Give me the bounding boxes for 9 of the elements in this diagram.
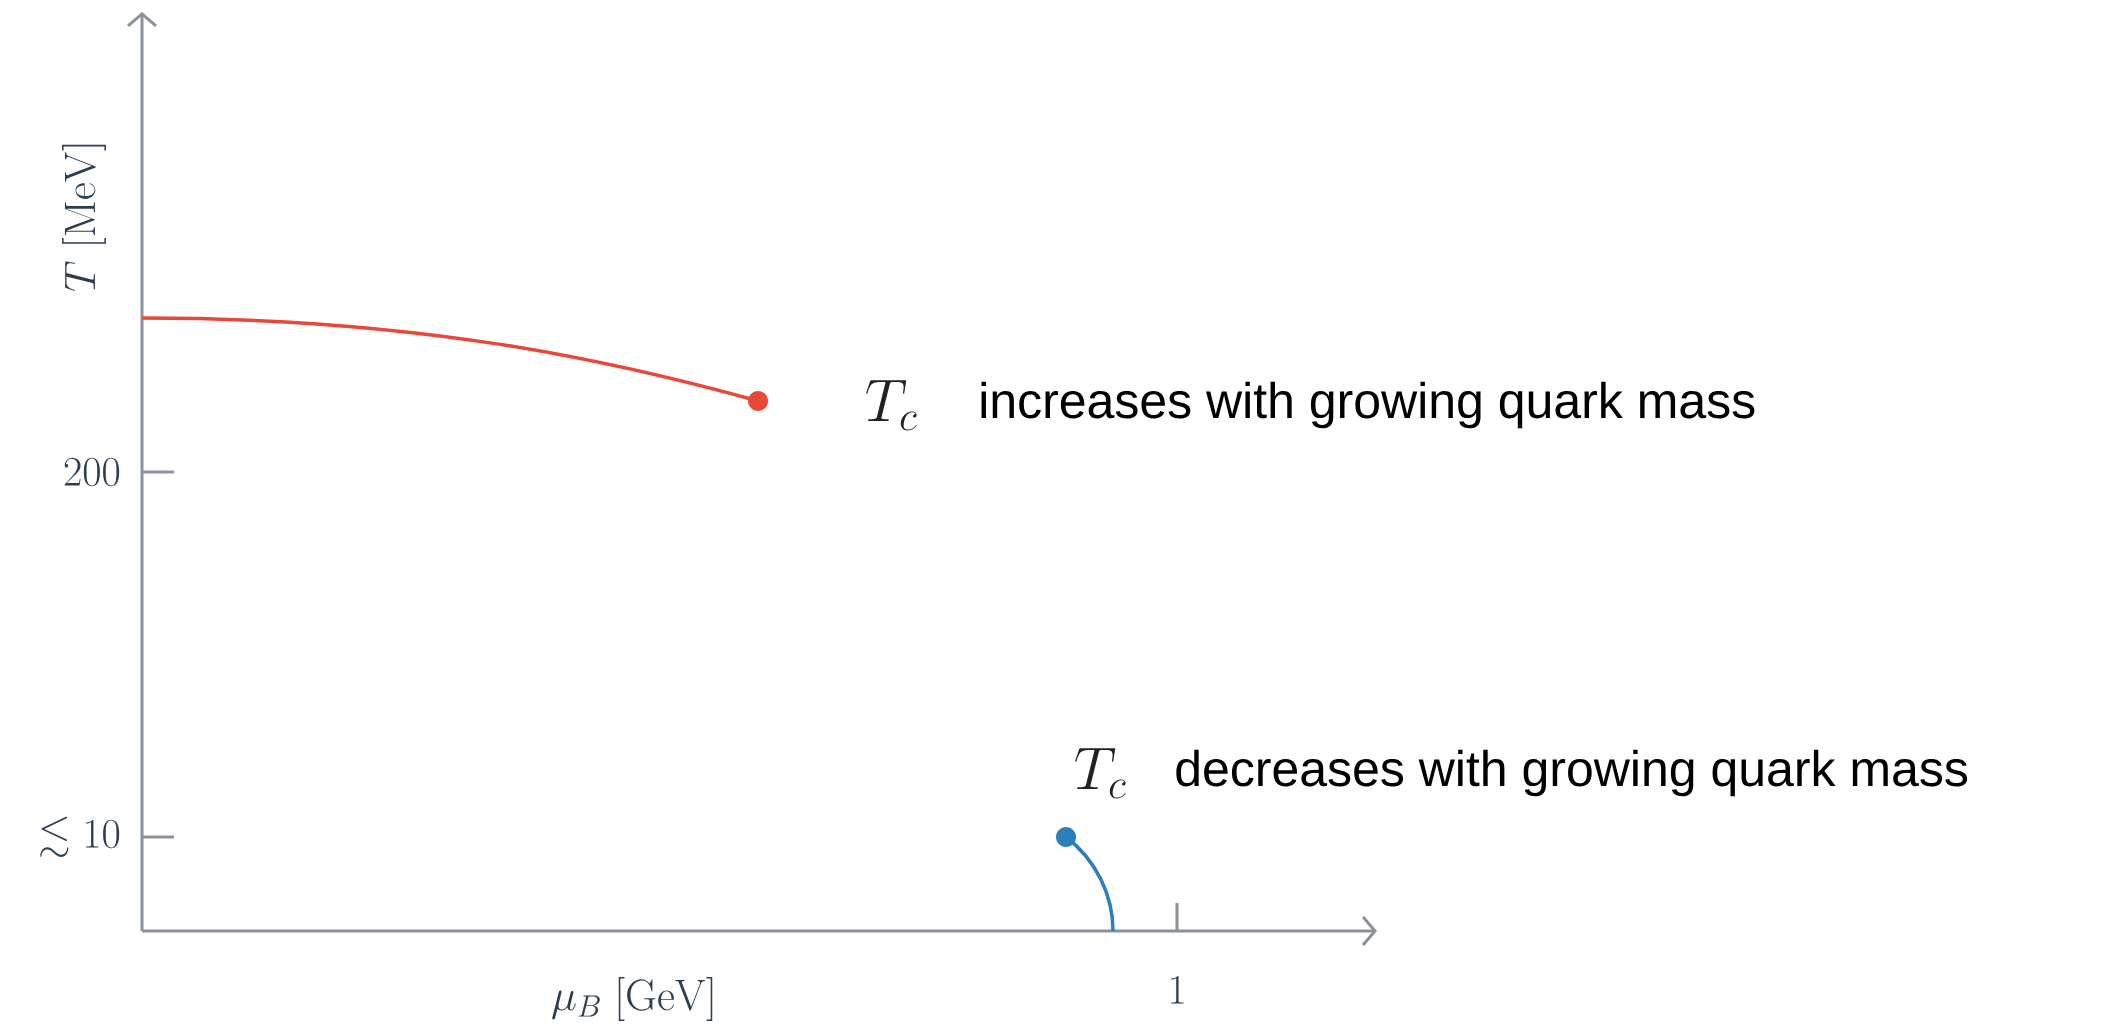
axis-title: $T\ [\mathrm{MeV}]$ (62, 144, 106, 291)
tick-label: $1$ (1171, 975, 1184, 1004)
tick-label: $200$ (64, 457, 120, 487)
symbol-label: $T_c$ (866, 380, 917, 431)
annotation-text: increases with growing quark mass (981, 381, 1755, 429)
symbol-label: $T_c$ (1075, 748, 1126, 799)
annotation-text: decreases with growing quark mass (1176, 749, 1968, 797)
tick-label: $\lesssim 10$ (40, 816, 120, 857)
axis-title: $\mu_B\ [\mathrm{GeV}]$ (552, 977, 713, 1021)
